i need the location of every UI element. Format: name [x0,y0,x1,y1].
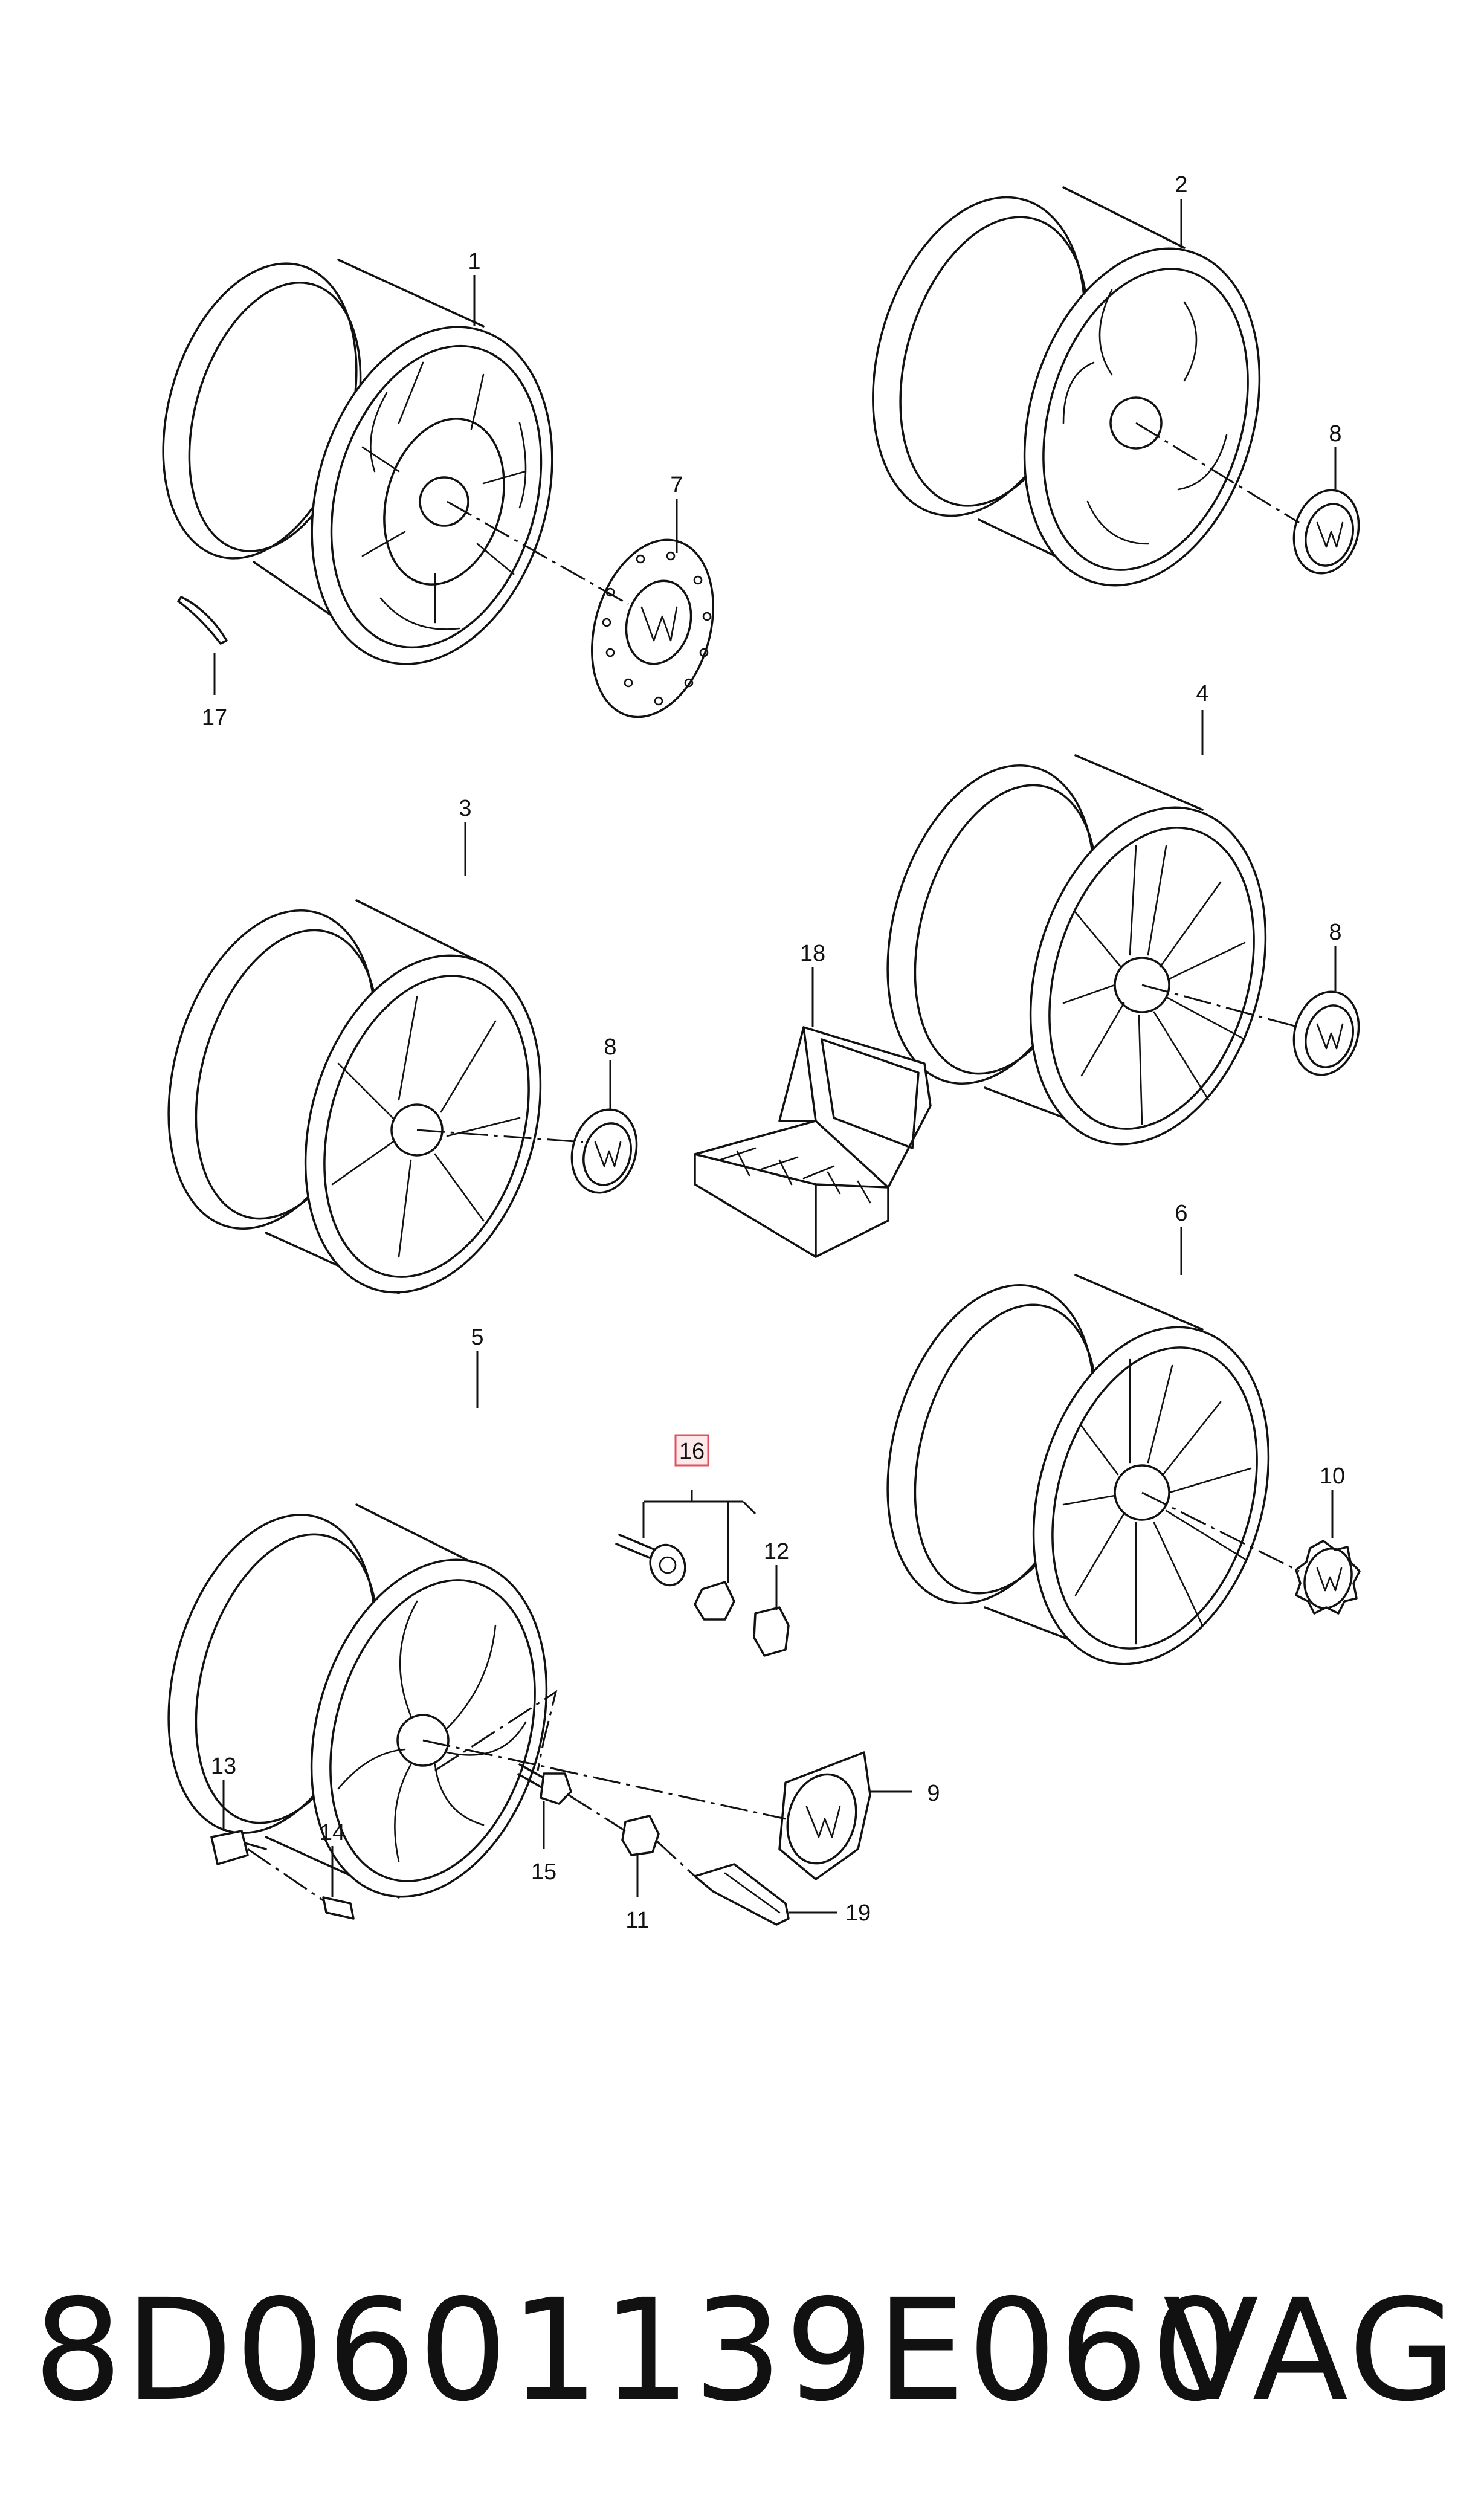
brand-name: VAG [1163,2269,1459,2432]
cap-12[interactable] [753,1606,790,1657]
wheel-bolt-15[interactable] [517,1763,572,1805]
footer: 8D0601139E060 VAG [33,2260,1459,2441]
callout-14: 14 [320,1820,345,1845]
callout-16: 16 [679,1439,705,1464]
valve-13[interactable] [210,1830,267,1865]
wheel-nut-11[interactable] [621,1815,660,1856]
callout-4: 4 [1196,681,1208,706]
callout-8-top: 8 [1329,421,1341,447]
callout-11: 11 [625,1908,649,1933]
callout-8-right: 8 [1329,920,1341,945]
tool-19[interactable] [694,1863,790,1926]
leader-lines [213,199,1337,1914]
callout-15: 15 [531,1859,556,1885]
wheel-2[interactable] [838,172,1297,613]
callout-16-highlight [674,1434,709,1467]
callout-8-left: 8 [604,1035,616,1060]
hub-cap-9[interactable] [777,1751,871,1880]
locking-bolt-case-18[interactable] [694,1026,932,1258]
callout-1: 1 [468,249,480,274]
callout-19: 19 [845,1900,871,1926]
callout-labels: 1 2 3 4 5 6 7 8 8 8 9 10 11 12 13 14 15 … [202,172,1345,1933]
locking-bolt-16[interactable] [615,1534,691,1590]
center-cap-10[interactable] [1295,1540,1361,1615]
wheel-1[interactable] [131,241,590,692]
callout-9: 9 [927,1781,940,1806]
callout-5: 5 [471,1325,483,1350]
wheel-5[interactable] [134,1490,584,1925]
locking-nut-16[interactable] [694,1581,735,1621]
center-cap-8-left[interactable] [563,1102,647,1200]
part-number: 8D0601139E060 [33,2269,1242,2432]
center-cap-8-right[interactable] [1285,984,1369,1082]
balance-weight-17[interactable] [177,596,228,645]
callout-7: 7 [670,473,683,498]
callout-12: 12 [764,1539,789,1564]
callout-6: 6 [1175,1201,1187,1226]
valve-core-14[interactable] [322,1896,355,1920]
callout-17: 17 [202,705,227,731]
wheel-4[interactable] [853,741,1303,1172]
hub-cap-7[interactable] [572,526,732,732]
callout-18: 18 [800,941,825,966]
callout-10: 10 [1320,1464,1345,1489]
callout-13: 13 [211,1754,236,1779]
callout-3: 3 [459,796,471,821]
callout-2: 2 [1175,172,1187,198]
axis-lines [247,422,1300,1902]
wheel-3[interactable] [134,886,578,1320]
center-cap-8-top[interactable] [1285,482,1369,581]
wheel-6[interactable] [853,1261,1306,1692]
